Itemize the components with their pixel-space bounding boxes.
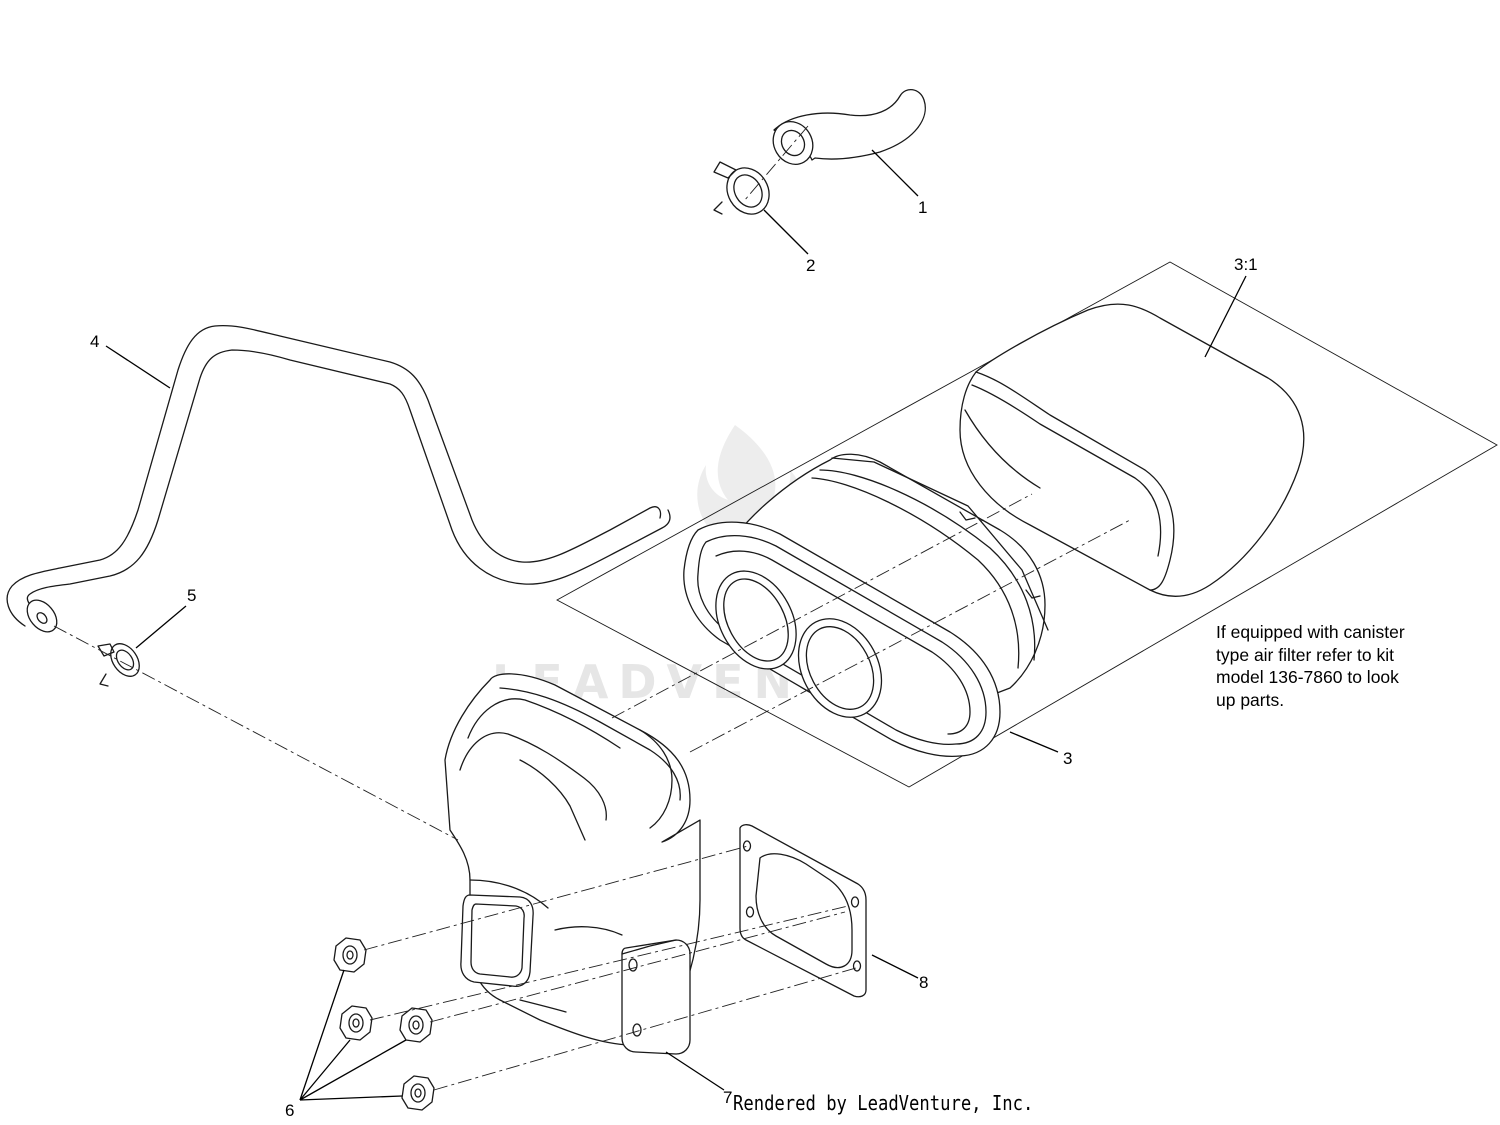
flange-nut-4 [401,1075,435,1111]
callout-7: 7 [723,1088,732,1107]
part-air-filter-element [683,453,1049,758]
callout-8: 8 [919,973,928,992]
part-flange-nuts [333,937,435,1111]
part-long-hose [6,324,671,633]
filter-kit-frame [556,261,1498,788]
callout-5: 5 [187,586,196,605]
callout-4: 4 [90,332,99,351]
part-hose-clamp-left [97,643,140,687]
part-intake-elbow [444,673,701,1055]
flange-nut-1 [333,937,367,973]
note-line: up parts. [1216,689,1285,710]
canister-filter-note: If equipped with canister type air filte… [1216,621,1466,711]
assembly-lines [53,125,1131,1091]
callout-3-1: 3:1 [1234,255,1258,274]
callout-1: 1 [918,198,927,217]
callout-2: 2 [806,256,815,275]
note-line: model 136-7860 to look [1216,667,1399,687]
part-pre-cleaner [959,303,1305,597]
callout-labels: 1 2 3 3:1 4 5 6 7 8 [90,198,1258,1120]
render-credit: Rendered by LeadVenture, Inc. [733,1091,1034,1115]
note-line: If equipped with canister [1216,622,1405,642]
callout-3: 3 [1063,749,1072,768]
part-breather-hose [772,89,926,165]
leader-lines [105,149,1247,1101]
flange-nut-2 [339,1005,373,1041]
note-line: type air filter refer to kit [1216,644,1394,665]
callout-6: 6 [285,1101,294,1120]
part-hose-clamp-top [713,161,770,215]
flange-nut-3 [399,1007,433,1043]
